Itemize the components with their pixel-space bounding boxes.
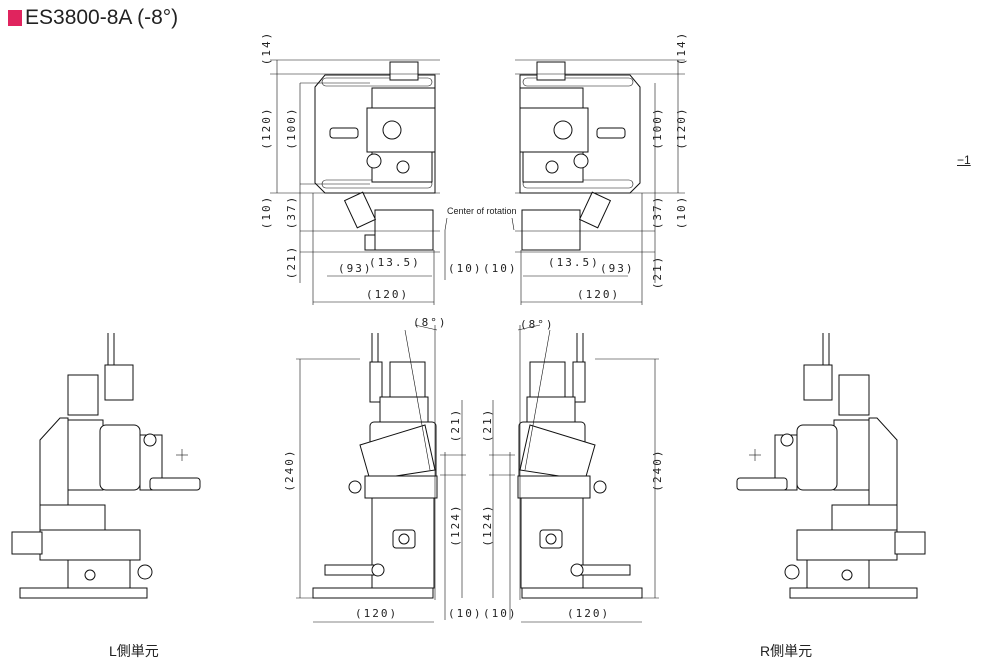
dim-top-r-100: (100) [651,106,664,149]
dim-bottom-r-240: (240) [651,448,664,491]
dim-bottom-l-angle: (8°) [413,316,448,329]
dim-top-r-37: (37) [651,195,664,230]
dim-top-r-21: (21) [651,255,664,290]
title-marker [8,10,22,26]
page-title: ES3800-8A (-8°) [8,6,178,30]
dim-top-r-width: (120) [577,288,620,301]
top-left-view [270,59,446,305]
dim-top-l-120: (120) [260,106,273,149]
dim-bottom-r-angle: (8°) [520,318,555,331]
dim-top-l-37: (37) [285,195,298,230]
dim-bottom-r-gap: (10) [483,607,518,620]
dim-top-r-120: (120) [675,106,688,149]
dim-bottom-r-124: (124) [481,503,494,546]
dim-top-l-width: (120) [366,288,409,301]
dim-top-r-13-5: (13.5) [548,256,600,269]
dim-top-l-13-5: (13.5) [369,256,421,269]
dim-top-l-10: (10) [260,195,273,230]
caption-left-unit: L側単元 [109,643,159,659]
dim-top-l-gap: (10) [448,262,483,275]
top-right-view [515,59,685,305]
center-of-rotation-label: Center of rotation [447,206,517,216]
dim-top-r-14: (14) [675,31,688,66]
dim-bottom-l-gap: (10) [448,607,483,620]
dim-bottom-l-240: (240) [283,448,296,491]
dim-top-l-100: (100) [285,106,298,149]
dim-top-l-21: (21) [285,245,298,280]
dim-top-r-93: (93) [600,262,635,275]
side-view-left-unit [11,333,201,599]
dim-top-r-10: (10) [675,195,688,230]
dim-top-r-gap: (10) [483,262,518,275]
side-view-right-unit [736,333,926,599]
dim-bottom-r-21: (21) [481,408,494,443]
dim-bottom-l-width: (120) [355,607,398,620]
dim-bottom-l-124: (124) [449,503,462,546]
front-left-view [296,324,466,623]
dim-top-l-93: (93) [338,262,373,275]
front-right-view [489,324,659,623]
side-marker: −1 [957,153,971,167]
caption-right-unit: R側単元 [760,643,813,659]
dim-bottom-r-width: (120) [567,607,610,620]
title-text: ES3800-8A (-8°) [25,6,179,29]
dim-top-l-14: (14) [260,31,273,66]
dim-bottom-l-21: (21) [449,408,462,443]
